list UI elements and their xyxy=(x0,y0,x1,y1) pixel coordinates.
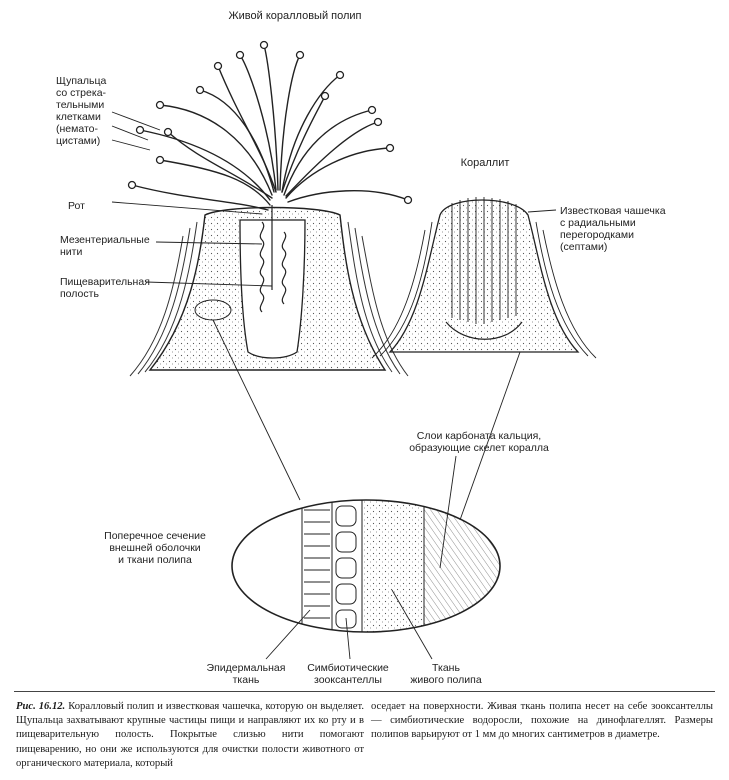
caption-left: Рис. 16.12. Коралловый полип и известков… xyxy=(16,700,364,771)
polyp-tentacles xyxy=(132,45,408,210)
figure-number: Рис. 16.12. xyxy=(16,701,65,712)
mesenterial-label: Мезентериальные нити xyxy=(60,234,150,258)
cup-label: Известковая чашечка с радиальными перего… xyxy=(560,205,666,253)
polyp-title: Живой коралловый полип xyxy=(220,10,370,22)
epidermal-label: Эпидермальная ткань xyxy=(196,662,296,686)
corallite-title: Кораллит xyxy=(440,157,530,169)
cross-section xyxy=(232,500,504,632)
cross-section-label: Поперечное сечение внешней оболочки и тк… xyxy=(90,530,220,566)
cavity-label: Пищеварительная полость xyxy=(60,276,150,300)
polyp-body xyxy=(130,205,408,376)
coral-polyp-diagram xyxy=(0,0,729,690)
zooxanthellae-label: Симбиотические зооксантеллы xyxy=(298,662,398,686)
mouth-label: Рот xyxy=(68,200,85,212)
caption-left-text: Коралловый полип и известковая чашечка, … xyxy=(16,701,364,769)
living-tissue-label: Ткань живого полипа xyxy=(396,662,496,686)
tentacles-label: Щупальца со стрека- тельными клетками (н… xyxy=(56,75,106,147)
caption-divider xyxy=(14,691,715,692)
carbonate-label: Слои карбоната кальция, образующие скеле… xyxy=(404,430,554,454)
caption-right: оседает на поверхности. Живая ткань поли… xyxy=(371,700,713,743)
